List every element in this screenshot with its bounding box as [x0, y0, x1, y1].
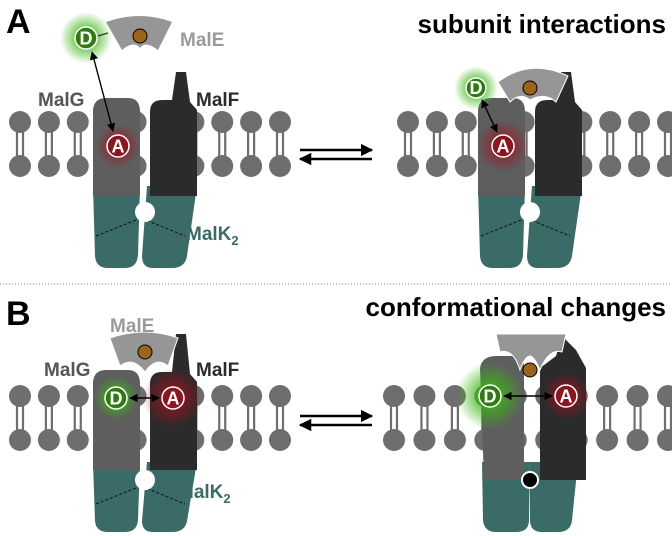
malk-dimer — [93, 186, 140, 268]
malf-domain — [150, 72, 197, 196]
lipid-molecule — [9, 111, 31, 144]
acceptor-dye-label: A — [560, 387, 573, 407]
panel-a-right-transporter — [397, 67, 672, 268]
lipid-molecule — [628, 144, 651, 177]
lipid-molecule — [626, 418, 649, 451]
male-label: MalE — [180, 30, 224, 51]
malf-label: MalF — [196, 90, 239, 111]
acceptor-dye-label: A — [497, 137, 510, 157]
malk-label: MalK2 — [186, 224, 239, 248]
lipid-molecule — [240, 144, 263, 177]
lipid-molecule — [599, 144, 622, 177]
malg-label: MalG — [44, 360, 90, 381]
lipid-molecule — [425, 111, 448, 144]
lipid-molecule — [628, 111, 651, 144]
lipid-molecule — [626, 385, 649, 418]
lipid-molecule — [454, 144, 477, 177]
fret-distance-arrow — [89, 51, 116, 132]
lipid-molecule — [269, 418, 291, 451]
lipid-molecule — [269, 385, 291, 418]
panel-b-right-transporter — [383, 333, 672, 532]
donor-dye-label: D — [80, 29, 93, 49]
lipid-molecule — [269, 111, 291, 144]
lipid-molecule — [413, 418, 436, 451]
maltose — [132, 28, 148, 44]
donor-dye — [74, 26, 98, 50]
panel-a-letter: A — [6, 3, 31, 41]
lipid-molecule — [37, 418, 60, 451]
lipid-molecule — [383, 418, 405, 451]
lipid-molecule — [269, 144, 291, 177]
lipid-molecule — [240, 418, 263, 451]
equilibrium-arrows — [298, 409, 374, 432]
lipid-molecule — [37, 111, 60, 144]
male-label: MalE — [110, 316, 154, 337]
equilibrium-arrows — [298, 143, 374, 166]
lipid-molecule — [596, 418, 619, 451]
lipid-molecule — [66, 144, 89, 177]
lipid-molecule — [211, 418, 234, 451]
lipid-molecule — [397, 111, 419, 144]
panel-b-title: conformational changes — [366, 292, 667, 322]
lipid-molecule — [240, 111, 263, 144]
lipid-bilayer — [383, 385, 672, 451]
lipid-molecule — [240, 385, 263, 418]
lipid-molecule — [383, 385, 405, 418]
lipid-molecule — [657, 111, 672, 144]
lipid-molecule — [596, 385, 619, 418]
donor-dye-label: D — [484, 387, 497, 407]
acceptor-dye-label: A — [112, 137, 125, 157]
lipid-molecule — [454, 111, 477, 144]
lipid-molecule — [211, 111, 234, 144]
acceptor-dye — [106, 134, 130, 158]
lipid-molecule — [211, 385, 234, 418]
lipid-molecule — [66, 385, 89, 418]
panel-a-title: subunit interactions — [418, 9, 666, 39]
lipid-molecule — [66, 418, 89, 451]
lipid-molecule — [657, 144, 672, 177]
donor-dye-label: D — [110, 389, 123, 409]
donor-dye-label: D — [470, 78, 483, 98]
panel-b-letter: B — [6, 295, 31, 333]
lipid-molecule — [9, 144, 31, 177]
lipid-molecule — [9, 385, 31, 418]
lipid-bilayer — [397, 111, 672, 177]
lipid-molecule — [443, 418, 466, 451]
lipid-molecule — [37, 144, 60, 177]
panel-a-left-transporter — [9, 16, 291, 268]
lipid-molecule — [37, 385, 60, 418]
malf-label: MalF — [196, 360, 239, 381]
lipid-molecule — [66, 111, 89, 144]
malk-dimer — [142, 186, 197, 268]
mutation-site — [521, 471, 539, 489]
lipid-molecule — [425, 144, 448, 177]
acceptor-dye-label: A — [167, 389, 180, 409]
lipid-molecule — [211, 144, 234, 177]
lipid-molecule — [9, 418, 31, 451]
lipid-molecule — [413, 385, 436, 418]
malg-label: MalG — [38, 90, 84, 111]
lipid-molecule — [657, 385, 672, 418]
malk-label: MalK2 — [178, 482, 231, 506]
lipid-molecule — [397, 144, 419, 177]
lipid-molecule — [657, 418, 672, 451]
lipid-molecule — [599, 111, 622, 144]
